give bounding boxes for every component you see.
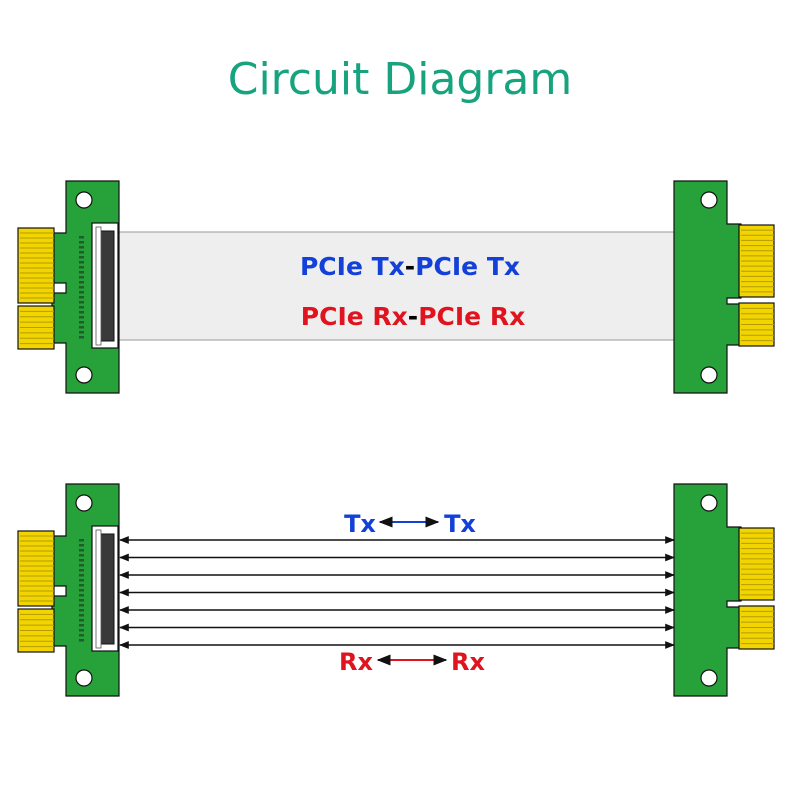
rx-label-right: PCIe Rx	[418, 302, 525, 331]
bottom-assembly: Tx Tx Rx Rx	[17, 483, 775, 697]
connector-pin	[79, 599, 84, 602]
tx-label-right: PCIe Tx	[415, 252, 520, 281]
connector-pin	[79, 311, 84, 314]
connector-pin	[79, 609, 84, 612]
tx-label-right: Tx	[444, 510, 476, 538]
connector-pin	[79, 291, 84, 294]
tx-separator: -	[405, 252, 415, 281]
gold-finger-block	[17, 530, 55, 607]
connector-pin	[79, 331, 84, 334]
left-pcie-card	[17, 180, 120, 394]
connector-pin	[79, 276, 84, 279]
connector-pin	[79, 271, 84, 274]
left-pcie-card	[17, 483, 120, 697]
connector-pin	[79, 539, 84, 542]
right-pcie-card	[673, 483, 775, 697]
connector-pin	[79, 589, 84, 592]
connector-pin	[79, 286, 84, 289]
connector-pin	[79, 281, 84, 284]
connector-pin	[79, 336, 84, 339]
tx-label-left: Tx	[344, 510, 376, 538]
connector-pin	[79, 246, 84, 249]
connector-pin	[79, 316, 84, 319]
mounting-hole	[700, 494, 718, 512]
connector-pin	[79, 554, 84, 557]
connector-pin	[79, 619, 84, 622]
mounting-hole	[700, 366, 718, 384]
connector-pin	[79, 584, 84, 587]
connector-pin	[79, 266, 84, 269]
connector-pin	[79, 549, 84, 552]
ribbon-cable	[117, 231, 677, 341]
mounting-hole	[75, 494, 93, 512]
connector-pin	[79, 251, 84, 254]
rx-label-right: Rx	[451, 648, 485, 676]
rx-separator: -	[408, 302, 418, 331]
connector-pin	[79, 256, 84, 259]
connector-pin	[79, 236, 84, 239]
connector-pin	[79, 574, 84, 577]
fpc-connector-latch	[95, 529, 102, 649]
connector-pin	[79, 326, 84, 329]
connector-pin	[79, 564, 84, 567]
rx-label-left: PCIe Rx	[301, 302, 408, 331]
mounting-hole	[75, 669, 93, 687]
connector-pin	[79, 301, 84, 304]
connector-pin	[79, 569, 84, 572]
right-pcie-card	[673, 180, 775, 394]
tx-label-left: PCIe Tx	[300, 252, 405, 281]
connector-pin	[79, 604, 84, 607]
pcb-board	[673, 483, 742, 697]
mounting-hole	[75, 191, 93, 209]
connector-pin	[79, 321, 84, 324]
connector-pin	[79, 614, 84, 617]
mounting-hole	[700, 191, 718, 209]
connector-pin	[79, 629, 84, 632]
connector-pin	[79, 241, 84, 244]
connector-pin	[79, 579, 84, 582]
tx-tx-label: PCIe Tx-PCIe Tx	[300, 252, 520, 281]
connector-pin	[79, 624, 84, 627]
mounting-hole	[75, 366, 93, 384]
rx-arrow-label: Rx Rx	[339, 648, 485, 676]
connector-pin	[79, 296, 84, 299]
pcb-board	[673, 180, 742, 394]
connector-pin	[79, 594, 84, 597]
top-assembly: PCIe Tx-PCIe Tx PCIe Rx-PCIe Rx	[17, 180, 775, 394]
connector-pin	[79, 261, 84, 264]
page-title: Circuit Diagram	[227, 54, 573, 105]
mounting-hole	[700, 669, 718, 687]
connector-pin	[79, 559, 84, 562]
gold-finger-block	[17, 227, 55, 304]
fpc-connector-latch	[95, 226, 102, 346]
signal-wires	[119, 536, 675, 649]
rx-rx-label: PCIe Rx-PCIe Rx	[301, 302, 525, 331]
connector-pin	[79, 306, 84, 309]
connector-pin	[79, 544, 84, 547]
rx-label-left: Rx	[339, 648, 373, 676]
connector-pin	[79, 634, 84, 637]
connector-pin	[79, 639, 84, 642]
tx-arrow-label: Tx Tx	[344, 510, 476, 538]
